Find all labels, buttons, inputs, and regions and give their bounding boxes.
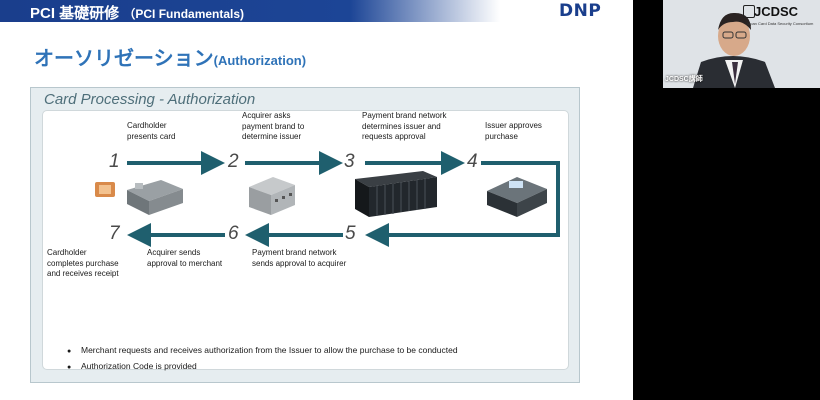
- merchant-building-icon: [127, 180, 183, 215]
- step-6-description: Acquirer sends approval to merchant: [147, 248, 223, 268]
- course-subtitle: （PCI Fundamentals): [123, 7, 245, 21]
- step-5-description: Payment brand network sends approval to …: [252, 248, 347, 268]
- header-band: [0, 0, 500, 22]
- jcdsc-logo-icon: [743, 5, 755, 18]
- presenter-webcam: JCDSC Japan Card Data Security Consortiu…: [663, 0, 820, 88]
- course-title-text: PCI 基礎研修: [30, 5, 120, 22]
- panel-title: Card Processing - Authorization: [44, 91, 256, 108]
- step-number-4: 4: [467, 151, 478, 172]
- step-number-1: 1: [109, 151, 120, 172]
- bullet-item: Authorization Code is provided: [67, 359, 458, 375]
- presentation-slide: PCI 基礎研修 （PCI Fundamentals) DNP オーソリゼーショ…: [0, 0, 633, 400]
- step-2-description: Acquirer asks payment brand to determine…: [242, 111, 305, 141]
- process-diagram: 1 2 3 4 5 6 7 Cardholder presents card A…: [42, 110, 569, 371]
- presenter-name-label: JCDSC講師: [665, 76, 703, 83]
- slide-title-jp: オーソリゼーション: [34, 48, 214, 70]
- step-number-7: 7: [109, 223, 120, 244]
- jcdsc-logo: JCDSC: [754, 4, 799, 19]
- jcdsc-tagline: Japan Card Data Security Consortium: [746, 21, 814, 26]
- slide-title-en: (Authorization): [213, 53, 307, 68]
- step-7-description: Cardholder completes purchase and receiv…: [47, 248, 119, 278]
- card-processing-panel: Card Processing - Authorization: [30, 87, 580, 383]
- step-4-description: Issuer approves purchase: [485, 121, 542, 141]
- payment-network-servers-icon: [355, 171, 437, 217]
- flow-arrows: [95, 151, 560, 247]
- step-number-3: 3: [344, 151, 355, 172]
- slide-header-bar: PCI 基礎研修 （PCI Fundamentals) DNP: [0, 0, 633, 24]
- slide-title: オーソリゼーション(Authorization): [34, 42, 306, 71]
- step-number-2: 2: [228, 151, 239, 172]
- step-3-description: Payment brand network determines issuer …: [362, 111, 447, 141]
- bullet-item: Merchant requests and receives authoriza…: [67, 343, 458, 359]
- acquirer-building-icon: [249, 177, 295, 215]
- dnp-logo: DNP: [559, 1, 602, 21]
- course-title: PCI 基礎研修 （PCI Fundamentals): [30, 2, 244, 23]
- presenter-video: [663, 0, 820, 88]
- arrow-4-5: [365, 161, 560, 247]
- step-number-5: 5: [345, 223, 356, 244]
- cardholder-icon: [95, 182, 115, 197]
- step-number-6: 6: [228, 223, 239, 244]
- bullet-list: Merchant requests and receives authoriza…: [67, 343, 458, 375]
- issuer-bank-icon: [487, 177, 547, 217]
- presenter-face: [718, 16, 750, 56]
- step-1-description: Cardholder presents card: [127, 121, 176, 141]
